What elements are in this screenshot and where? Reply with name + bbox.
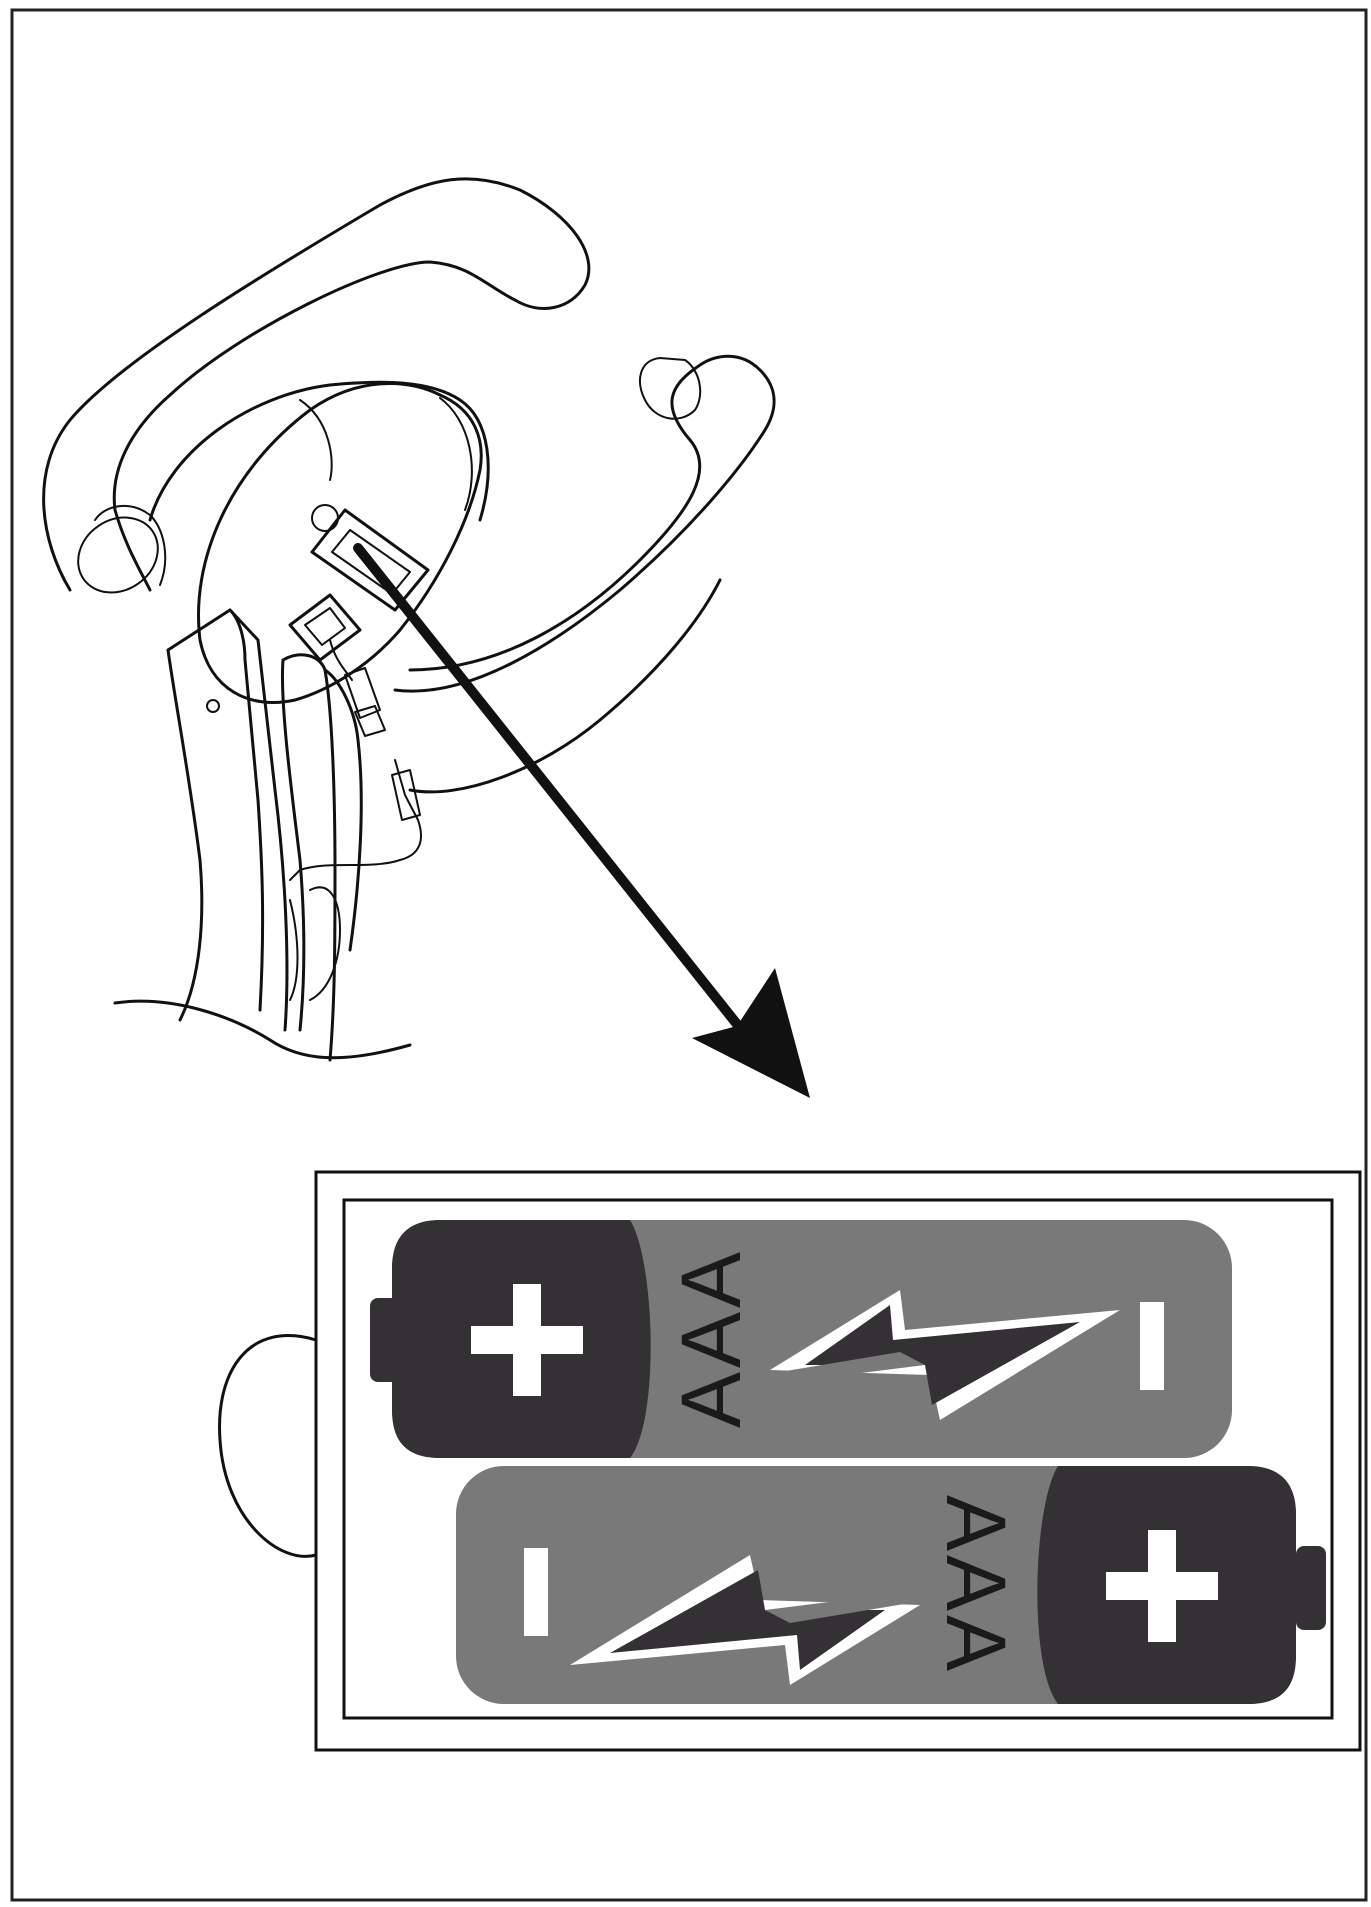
rear-column-groove (309, 886, 341, 1001)
console-back-shell (148, 380, 490, 522)
battery-1-label: AAA (664, 1248, 758, 1428)
stem-front-left (166, 608, 265, 1012)
battery-2-nub (1296, 1546, 1326, 1630)
battery-2-minus-icon (524, 1548, 548, 1636)
wire-plug (344, 667, 381, 719)
arrow-head (692, 968, 810, 1098)
stem-front-right (228, 608, 289, 1032)
handlebar-console-illustration (42, 177, 776, 1062)
battery-1-plus-icon (471, 1284, 583, 1396)
right-handle (393, 354, 776, 693)
battery-1-bolt-cut (780, 1352, 925, 1380)
left-handle-end-cap (77, 516, 159, 594)
left-handle (42, 177, 591, 592)
outer-frame (10, 8, 1368, 1902)
sensor-circle (311, 504, 339, 532)
stem-bolt (206, 699, 220, 713)
battery-2-label: AAA (929, 1495, 1023, 1675)
audio-jack (391, 769, 421, 821)
battery-1-minus-icon (1140, 1302, 1164, 1390)
arrow-shaft (353, 543, 745, 1033)
battery-2-plus-icon (1106, 1530, 1218, 1642)
battery-1-lightning-bolt-inner (805, 1305, 1080, 1405)
connector-port (288, 593, 362, 662)
rear-column-left (280, 658, 306, 1032)
console-housing (197, 382, 483, 704)
console-wire (329, 639, 353, 681)
battery-2-bolt-cut (765, 1595, 910, 1623)
rear-column-right (281, 653, 337, 1062)
battery-2: AAA (456, 1466, 1326, 1704)
battery-1: AAA (370, 1220, 1232, 1458)
rear-column-slot (289, 899, 299, 1001)
compartment-tab (218, 1334, 318, 1558)
audio-cable (289, 759, 422, 881)
base-line (113, 999, 412, 1060)
rear-column-back (323, 668, 363, 952)
wire-plug-2 (354, 705, 386, 737)
stem-left (166, 648, 204, 1022)
console-shell-seam-2 (439, 397, 473, 511)
right-handle-end (639, 357, 702, 420)
console-shell-seam (299, 399, 333, 481)
compartment-inner (342, 1198, 1334, 1720)
connector-port-inner (304, 607, 346, 646)
battery-compartment: AAA AAA (218, 1170, 1362, 1752)
arrow-icon (353, 543, 810, 1098)
battery-cover (310, 508, 430, 612)
right-handle-lower (408, 578, 722, 794)
battery-2-lightning-bolt-inner (610, 1570, 885, 1670)
